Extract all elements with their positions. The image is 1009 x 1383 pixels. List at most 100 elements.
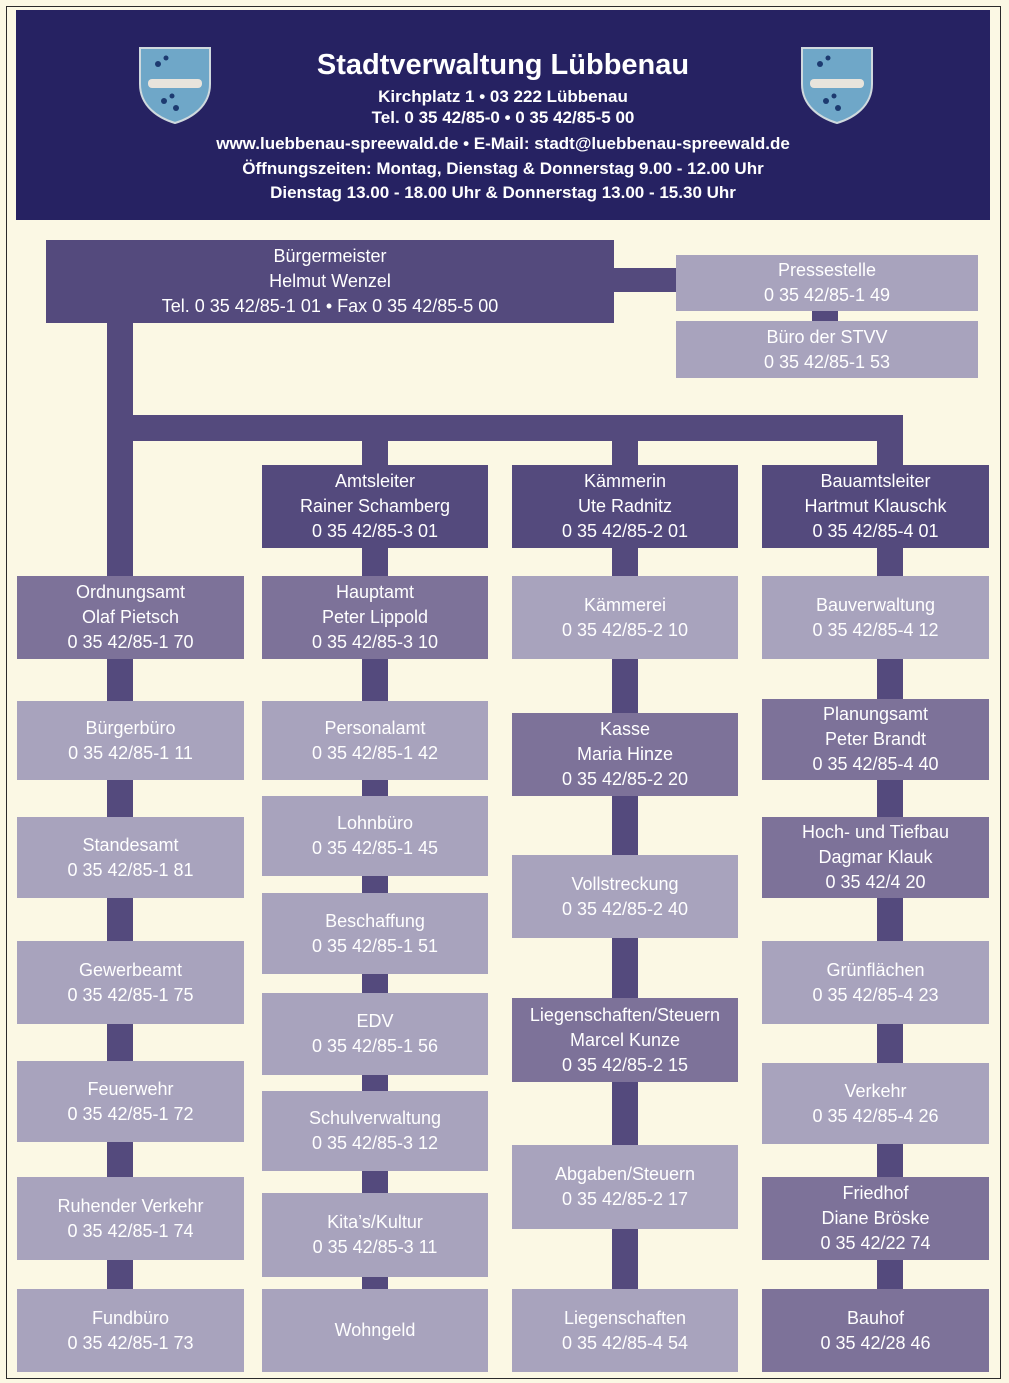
- dept-phone: 0 35 42/85-4 54: [561, 1332, 689, 1353]
- dept-phone: 0 35 42/85-1 73: [67, 1332, 194, 1353]
- coat-of-arms-left-icon: [139, 47, 211, 124]
- dept-box: Liegenschaften 0 35 42/85-4 54: [512, 1289, 738, 1372]
- dept-name: Bauverwaltung: [815, 594, 936, 615]
- dept-name: Kita’s/Kultur: [327, 1212, 423, 1232]
- connector-horizontal-bus: [107, 415, 903, 441]
- dept-phone: 0 35 42/85-4 01: [812, 521, 939, 541]
- dept-name: Personalamt: [324, 717, 426, 738]
- dept-box: Verkehr 0 35 42/85-4 26: [762, 1063, 989, 1144]
- dept-name: Wohngeld: [334, 1320, 416, 1340]
- mayor-name: Helmut Wenzel: [269, 271, 391, 291]
- dept-name: EDV: [356, 1011, 394, 1031]
- dept-name: Friedhof: [842, 1183, 909, 1203]
- dept-name: Bauhof: [846, 1307, 905, 1328]
- dept-phone: 0 35 42/85-1 81: [67, 859, 194, 880]
- dept-name: Hauptamt: [335, 582, 415, 602]
- dept-name: Feuerwehr: [87, 1078, 174, 1099]
- dept-phone: 0 35 42/85-3 11: [312, 1237, 438, 1257]
- mayor-title: Bürgermeister: [273, 246, 387, 266]
- press-office-phone: 0 35 42/85-1 49: [763, 285, 891, 305]
- dept-phone: 0 35 42/85-1 51: [311, 935, 439, 956]
- dept-phone: 0 35 42/85-3 12: [311, 1133, 439, 1153]
- dept-box: Ruhender Verkehr 0 35 42/85-1 74: [17, 1177, 244, 1260]
- dept-name: Vollstreckung: [571, 873, 679, 894]
- dept-box: Ordnungsamt Olaf Pietsch 0 35 42/85-1 70: [17, 576, 244, 659]
- dept-phone: 0 35 42/28 46: [820, 1332, 931, 1353]
- dept-phone: 0 35 42/22 74: [820, 1233, 931, 1253]
- dept-name: Ruhender Verkehr: [57, 1195, 204, 1216]
- press-office-label: Pressestelle: [777, 260, 877, 280]
- dept-phone: 0 35 42/85-1 45: [311, 838, 439, 858]
- stvv-office-box: Büro der STVV 0 35 42/85-1 53: [676, 321, 978, 378]
- dept-phone: 0 35 42/4 20: [825, 872, 926, 892]
- dept-box: Vollstreckung 0 35 42/85-2 40: [512, 855, 738, 938]
- dept-name: Grünflächen: [826, 959, 925, 980]
- header-phone: Tel. 0 35 42/85-0 • 0 35 42/85-5 00: [371, 108, 635, 127]
- header-banner: Stadtverwaltung Lübbenau Kirchplatz 1 • …: [16, 10, 990, 220]
- dept-head-box: Amtsleiter Rainer Schamberg 0 35 42/85-3…: [262, 465, 488, 548]
- dept-box: Kita’s/Kultur 0 35 42/85-3 11: [262, 1193, 488, 1277]
- dept-box: Gewerbeamt 0 35 42/85-1 75: [17, 941, 244, 1024]
- dept-name: Kasse: [599, 719, 651, 739]
- page-frame: [6, 6, 1001, 1379]
- connector-staff-vertical: [812, 308, 838, 324]
- header-title: Stadtverwaltung Lübbenau: [316, 49, 690, 81]
- dept-box: Hauptamt Peter Lippold 0 35 42/85-3 10: [262, 576, 488, 659]
- dept-box: Feuerwehr 0 35 42/85-1 72: [17, 1061, 244, 1142]
- dept-head: Dagmar Klauk: [818, 847, 933, 867]
- dept-phone: 0 35 42/85-3 01: [311, 521, 439, 541]
- dept-box: Bauhof 0 35 42/28 46: [762, 1289, 989, 1372]
- dept-phone: 0 35 42/85-1 11: [68, 742, 193, 763]
- dept-box: Kasse Maria Hinze 0 35 42/85-2 20: [512, 713, 738, 796]
- dept-box: Liegenschaften/Steuern Marcel Kunze 0 35…: [512, 998, 738, 1082]
- dept-box: Kämmerei 0 35 42/85-2 10: [512, 576, 738, 659]
- dept-phone: 0 35 42/85-1 70: [67, 632, 194, 652]
- dept-box: Wohngeld: [262, 1289, 488, 1372]
- header-address: Kirchplatz 1 • 03 222 Lübbenau: [378, 87, 628, 106]
- dept-phone: 0 35 42/85-2 15: [561, 1054, 689, 1075]
- dept-head: Olaf Pietsch: [81, 607, 180, 627]
- dept-phone: 0 35 42/85-2 20: [561, 769, 689, 789]
- dept-phone: 0 35 42/85-2 40: [561, 898, 689, 919]
- dept-box: Lohnbüro 0 35 42/85-1 45: [262, 796, 488, 876]
- dept-head: Peter Brandt: [824, 729, 927, 749]
- dept-box: Bauverwaltung 0 35 42/85-4 12: [762, 576, 989, 659]
- dept-name: Schulverwaltung: [308, 1108, 442, 1128]
- coat-of-arms-right-icon: [801, 47, 873, 124]
- dept-phone: 0 35 42/85-2 17: [561, 1189, 689, 1209]
- dept-box: EDV 0 35 42/85-1 56: [262, 993, 488, 1075]
- stvv-office-label: Büro der STVV: [766, 326, 888, 347]
- dept-box: Fundbüro 0 35 42/85-1 73: [17, 1289, 244, 1372]
- header-hours: Öffnungszeiten: Montag, Dienstag & Donne…: [242, 159, 764, 178]
- dept-head: Diane Bröske: [821, 1208, 930, 1228]
- dept-box: Friedhof Diane Bröske 0 35 42/22 74: [762, 1177, 989, 1260]
- dept-phone: 0 35 42/85-4 26: [812, 1105, 939, 1126]
- dept-name: Planungsamt: [822, 704, 929, 724]
- dept-head: Maria Hinze: [576, 744, 674, 764]
- dept-name: Gewerbeamt: [78, 959, 183, 980]
- dept-name: Bürgerbüro: [85, 717, 176, 738]
- dept-phone: 0 35 42/85-2 01: [561, 521, 689, 541]
- dept-box: Standesamt 0 35 42/85-1 81: [17, 817, 244, 898]
- connector-mayor-trunk: [107, 320, 133, 580]
- dept-name: Bauamtsleiter: [820, 471, 931, 491]
- dept-name: Fundbüro: [91, 1307, 170, 1328]
- dept-phone: 0 35 42/85-2 10: [561, 619, 689, 640]
- stvv-office-phone: 0 35 42/85-1 53: [763, 351, 891, 372]
- dept-phone: 0 35 42/85-1 42: [311, 742, 439, 763]
- dept-head-box: Bauamtsleiter Hartmut Klauschk 0 35 42/8…: [762, 465, 989, 548]
- dept-box: Schulverwaltung 0 35 42/85-3 12: [262, 1091, 488, 1171]
- dept-phone: 0 35 42/85-1 75: [67, 984, 194, 1005]
- dept-name: Kämmerin: [583, 471, 667, 491]
- dept-name: Liegenschaften/Steuern: [529, 1004, 721, 1025]
- header-hours-extra: Dienstag 13.00 - 18.00 Uhr & Donnerstag …: [270, 183, 736, 202]
- dept-box: Bürgerbüro 0 35 42/85-1 11: [17, 701, 244, 780]
- dept-name: Kämmerei: [583, 594, 667, 615]
- dept-head: Marcel Kunze: [569, 1029, 681, 1050]
- mayor-contact: Tel. 0 35 42/85-1 01 • Fax 0 35 42/85-5 …: [161, 296, 499, 316]
- header-web-email: www.luebbenau-spreewald.de • E-Mail: sta…: [216, 134, 790, 153]
- dept-box: Beschaffung 0 35 42/85-1 51: [262, 893, 488, 974]
- dept-head: Peter Lippold: [321, 607, 429, 627]
- dept-head: Rainer Schamberg: [299, 496, 451, 516]
- dept-name: Beschaffung: [325, 910, 425, 931]
